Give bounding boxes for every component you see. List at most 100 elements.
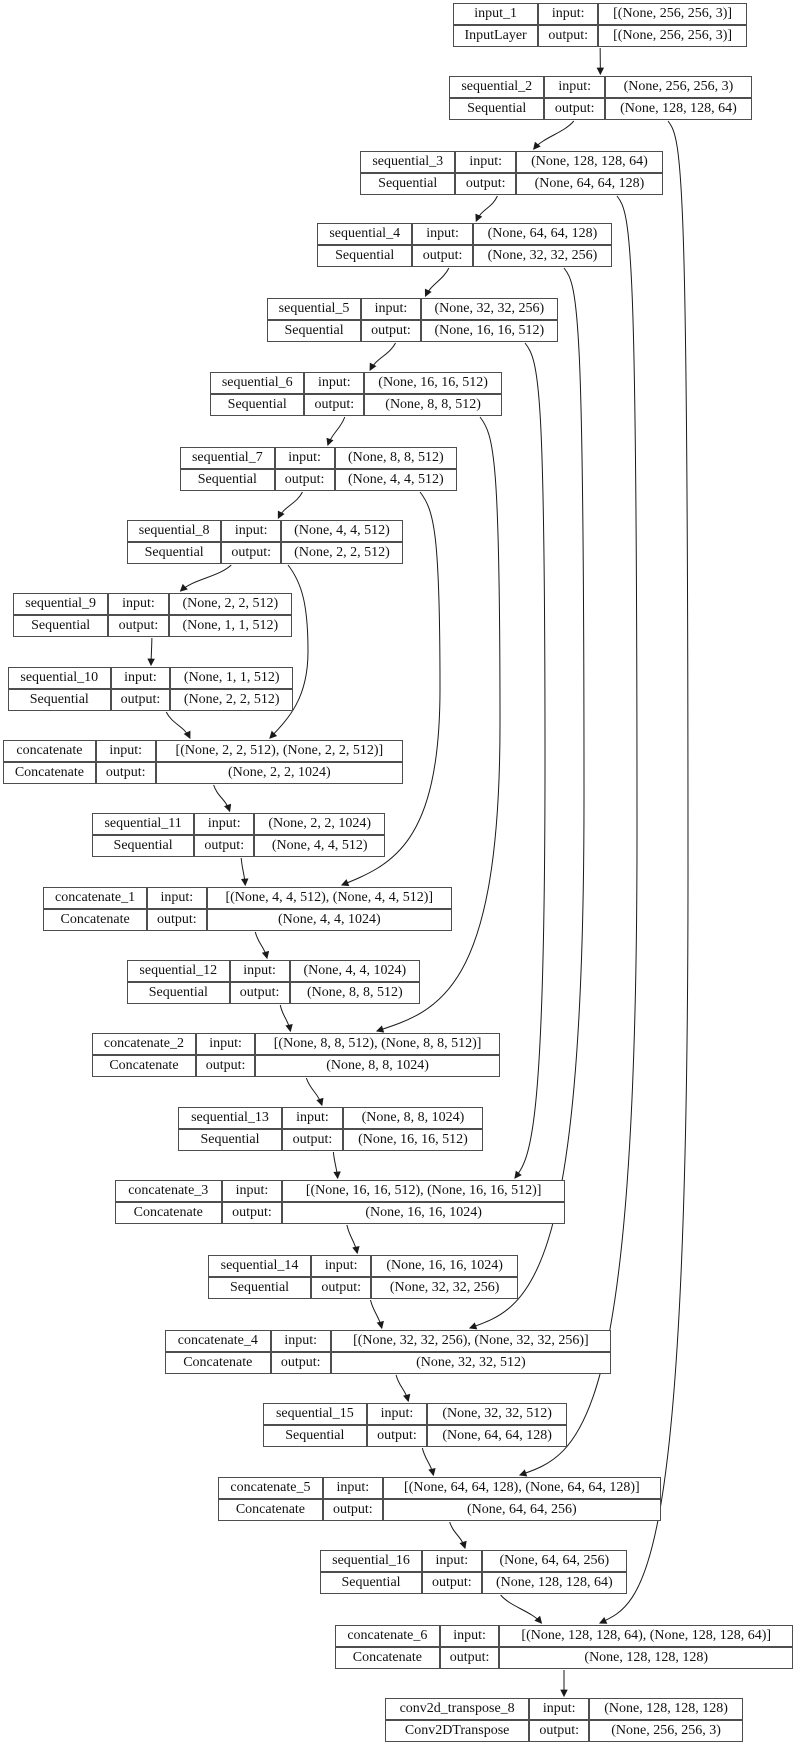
edge-arrow — [598, 120, 689, 1624]
layer-name: sequential_4 — [317, 223, 413, 245]
layer-class: Concatenate — [115, 1202, 222, 1224]
edge-arrow — [213, 784, 232, 813]
layer-class: Sequential — [320, 1572, 423, 1594]
input-shape: (None, 32, 32, 256) — [420, 298, 558, 320]
layer-name: input_1 — [453, 3, 539, 25]
output-label: output: — [147, 909, 207, 931]
input-label: input: — [110, 667, 171, 689]
output-shape: (None, 8, 8, 512) — [364, 394, 502, 416]
input-label: input: — [195, 1033, 256, 1055]
layer-node: sequential_2 input: (None, 256, 256, 3) … — [449, 76, 752, 120]
layer-node: conv2d_transpose_8 input: (None, 128, 12… — [385, 1698, 743, 1742]
input-label: input: — [529, 1698, 590, 1720]
layer-node: concatenate_5 input: [(None, 64, 64, 128… — [218, 1477, 661, 1521]
edge-arrow — [179, 564, 232, 592]
output-label: output: — [544, 98, 605, 120]
output-shape: (None, 8, 8, 512) — [289, 982, 420, 1004]
edge-arrow — [421, 1447, 436, 1477]
layer-class: Concatenate — [92, 1055, 196, 1077]
edge-arrow — [375, 416, 501, 1033]
layer-class: Sequential — [92, 835, 195, 857]
layer-class: Sequential — [127, 542, 222, 564]
output-shape: (None, 8, 8, 1024) — [255, 1055, 500, 1077]
input-shape: [(None, 128, 128, 64), (None, 128, 128, … — [499, 1625, 793, 1647]
input-shape: (None, 1, 1, 512) — [170, 667, 293, 689]
layer-node: concatenate_1 input: [(None, 4, 4, 512),… — [43, 887, 452, 931]
layer-name: concatenate_3 — [115, 1180, 222, 1202]
output-label: output: — [221, 542, 281, 564]
layer-node: sequential_8 input: (None, 4, 4, 512) Se… — [127, 520, 403, 564]
input-label: input: — [282, 1107, 343, 1129]
input-shape: [(None, 16, 16, 512), (None, 16, 16, 512… — [282, 1180, 565, 1202]
input-label: input: — [221, 1180, 283, 1202]
layer-node: input_1 input: [(None, 256, 256, 3)] Inp… — [453, 3, 747, 47]
layer-name: concatenate_4 — [165, 1330, 271, 1352]
output-shape: (None, 2, 2, 512) — [170, 689, 293, 711]
layer-node: sequential_7 input: (None, 8, 8, 512) Se… — [180, 447, 457, 491]
input-shape: [(None, 8, 8, 512), (None, 8, 8, 512)] — [255, 1033, 500, 1055]
input-shape: [(None, 256, 256, 3)] — [598, 3, 747, 25]
layer-node: sequential_4 input: (None, 64, 64, 128) … — [317, 223, 612, 267]
output-label: output: — [311, 1277, 372, 1299]
edge-arrow — [475, 195, 498, 223]
input-shape: (None, 8, 8, 512) — [334, 447, 457, 469]
input-label: input: — [544, 76, 605, 98]
layer-node: concatenate_2 input: [(None, 8, 8, 512),… — [92, 1033, 500, 1077]
input-label: input: — [538, 3, 599, 25]
layer-node: sequential_9 input: (None, 2, 2, 512) Se… — [13, 593, 292, 637]
layer-name: sequential_3 — [360, 151, 456, 173]
layer-name: concatenate_1 — [43, 887, 148, 909]
layer-name: sequential_9 — [13, 593, 109, 615]
edge-arrow — [533, 120, 575, 150]
layer-name: sequential_15 — [263, 1403, 367, 1425]
layer-class: Sequential — [449, 98, 545, 120]
input-label: input: — [95, 740, 156, 762]
input-shape: (None, 128, 128, 64) — [515, 151, 663, 173]
edge-arrow — [240, 857, 249, 887]
edge-arrow — [449, 1521, 467, 1550]
layer-name: sequential_7 — [180, 447, 275, 469]
edge-arrow — [500, 1594, 543, 1624]
input-label: input: — [366, 1403, 428, 1425]
layer-node: concatenate_4 input: [(None, 32, 32, 256… — [165, 1330, 611, 1374]
output-shape: (None, 128, 128, 128) — [499, 1647, 793, 1669]
edge-arrow — [518, 195, 638, 1477]
layer-class: Sequential — [263, 1425, 367, 1447]
input-label: input: — [270, 1330, 331, 1352]
output-shape: (None, 64, 64, 128) — [515, 173, 663, 195]
output-shape: (None, 32, 32, 512) — [330, 1352, 611, 1374]
output-shape: (None, 4, 4, 512) — [254, 835, 385, 857]
output-label: output: — [422, 1572, 482, 1594]
input-shape: (None, 8, 8, 1024) — [342, 1107, 483, 1129]
input-label: input: — [304, 372, 365, 394]
output-shape: (None, 16, 16, 512) — [342, 1129, 483, 1151]
layer-class: Sequential — [127, 982, 230, 1004]
layer-node: sequential_14 input: (None, 16, 16, 1024… — [208, 1255, 518, 1299]
output-shape: (None, 64, 64, 256) — [382, 1499, 661, 1521]
output-label: output: — [439, 1647, 500, 1669]
layer-class: Conv2DTranspose — [385, 1720, 530, 1742]
output-shape: (None, 2, 2, 512) — [281, 542, 403, 564]
layer-class: Concatenate — [3, 762, 96, 784]
layer-name: concatenate_2 — [92, 1033, 196, 1055]
output-label: output: — [110, 689, 171, 711]
input-label: input: — [422, 1550, 482, 1572]
output-label: output: — [270, 1352, 331, 1374]
layer-class: Concatenate — [218, 1499, 323, 1521]
output-label: output: — [108, 615, 169, 637]
input-label: input: — [361, 298, 421, 320]
layer-class: InputLayer — [453, 25, 539, 47]
edge-arrow — [369, 342, 396, 371]
layer-class: Sequential — [8, 689, 111, 711]
output-label: output: — [194, 835, 255, 857]
layer-node: sequential_5 input: (None, 32, 32, 256) … — [267, 298, 558, 342]
output-shape: (None, 16, 16, 1024) — [282, 1202, 565, 1224]
input-label: input: — [194, 813, 255, 835]
layer-node: sequential_12 input: (None, 4, 4, 1024) … — [127, 960, 420, 1004]
output-label: output: — [195, 1055, 256, 1077]
output-label: output: — [95, 762, 156, 784]
output-label: output: — [529, 1720, 590, 1742]
layer-class: Sequential — [210, 394, 305, 416]
